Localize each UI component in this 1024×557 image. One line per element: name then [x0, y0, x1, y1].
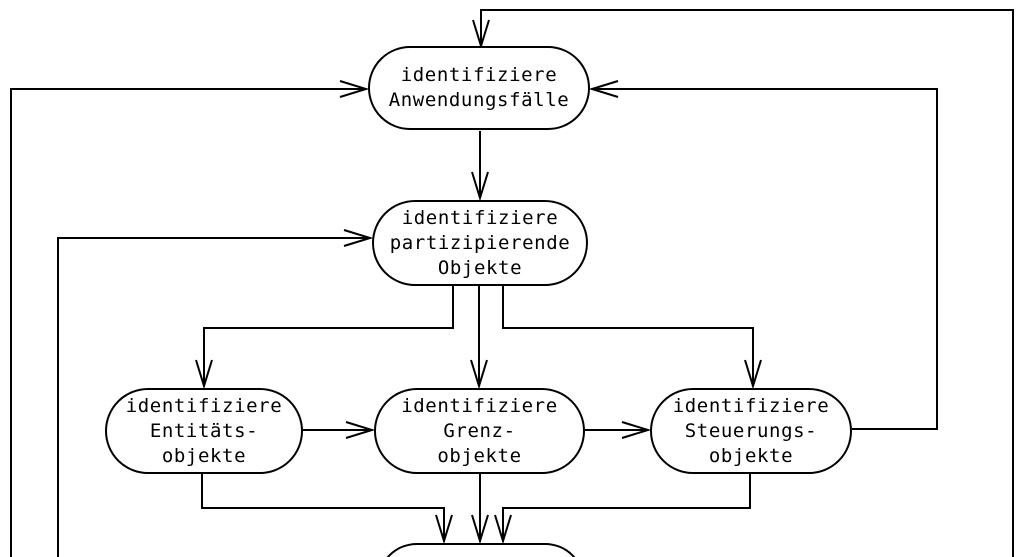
node-identifiziere-entitaetsobjekte: identifiziere Entitäts- objekte [105, 388, 303, 474]
edge-partizipierende-to-entitaets [195, 286, 454, 390]
edge-left-inner-to-partizipierende [57, 229, 374, 557]
edge-partizipierende-to-steuerungs [502, 286, 762, 390]
node-identifiziere-partizipierende-objekte: identifiziere partizipierende Objekte [372, 200, 588, 286]
edge-steuerungs-to-bottom [494, 474, 751, 545]
edge-left-outer-to-anwendungsfaelle [10, 80, 370, 557]
edge-entitaets-to-grenz [303, 421, 376, 439]
edge-entitaets-to-bottom [201, 474, 453, 545]
node-bottom-partial [377, 543, 585, 557]
edge-partizipierende-to-grenz [470, 286, 488, 390]
node-identifiziere-anwendungsfaelle: identifiziere Anwendungsfälle [368, 46, 590, 130]
node-identifiziere-grenzobjekte: identifiziere Grenz- objekte [374, 388, 585, 474]
edge-steuerungs-to-anwendungsfaelle [588, 80, 938, 430]
edge-grenz-to-bottom [471, 474, 489, 545]
node-identifiziere-steuerungsobjekte: identifiziere Steuerungs- objekte [650, 388, 852, 474]
edge-grenz-to-steuerungs [585, 421, 652, 439]
edge-anwendungsfaelle-to-partizipierende [471, 131, 489, 202]
